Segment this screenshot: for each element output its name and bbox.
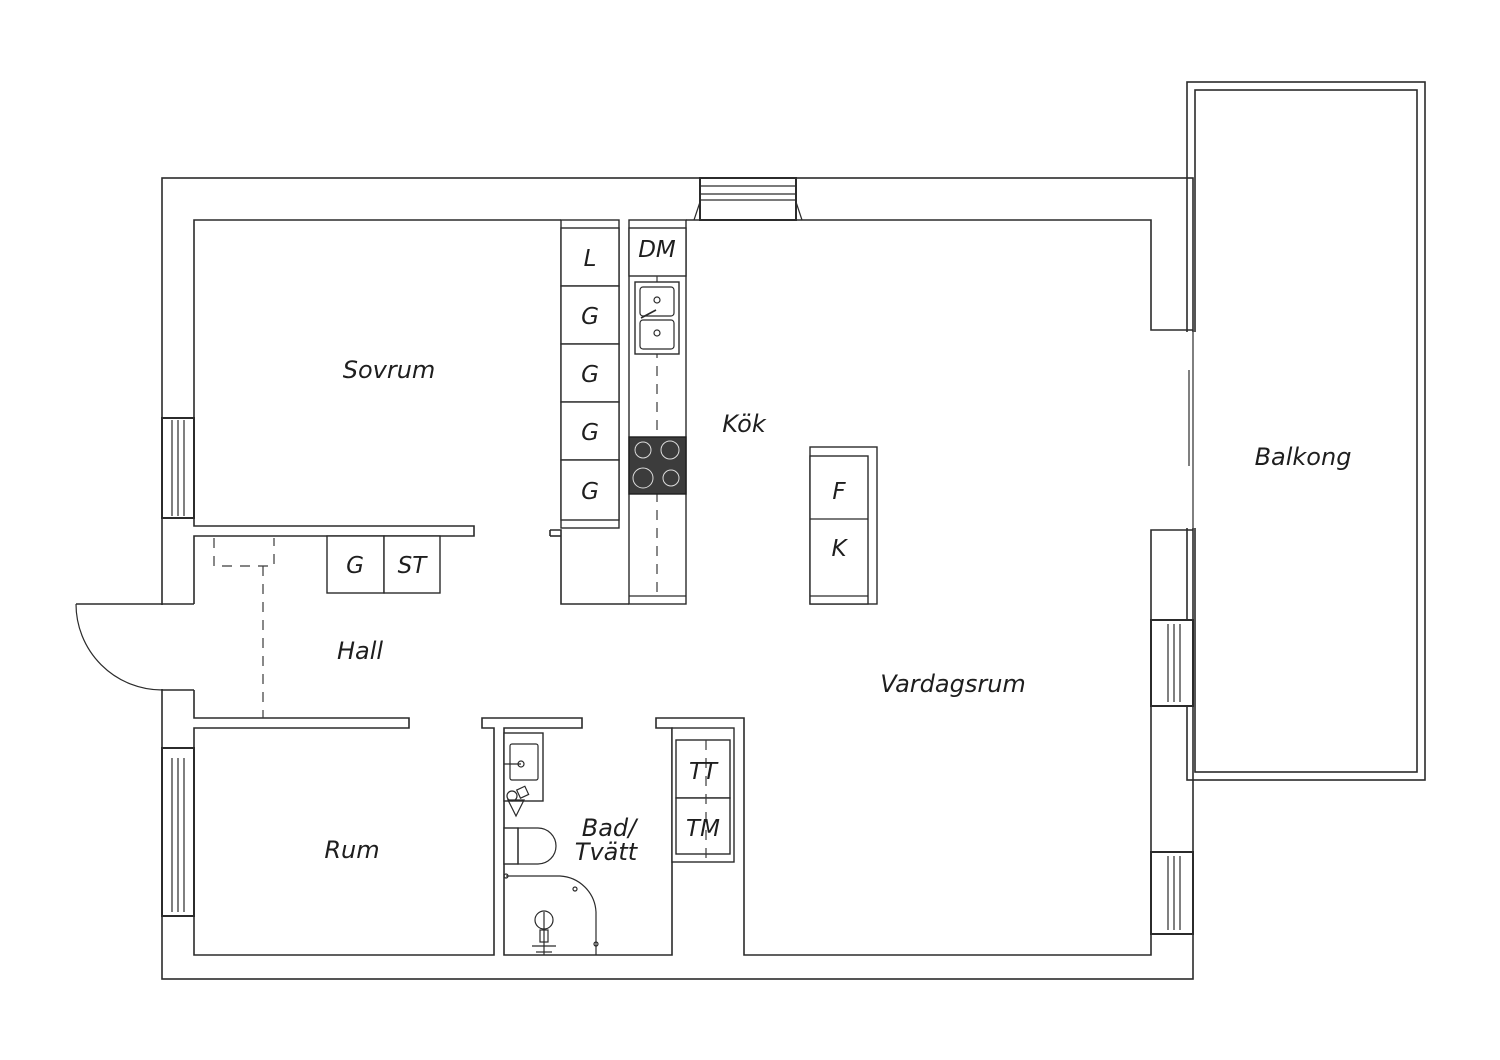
cabinet-label-g1: G — [581, 304, 599, 330]
room-label-tvatt: Tvätt — [575, 838, 639, 866]
kitchen-cabinet-column — [560, 219, 620, 529]
room-label-bad: Bad/ — [582, 814, 639, 842]
cabinet-label-g3: G — [581, 420, 599, 446]
bathroom-sink — [503, 732, 544, 818]
hall-storage-label-st: ST — [398, 553, 429, 579]
window-left-bedroom — [161, 417, 195, 519]
kitchen-island — [809, 446, 878, 605]
cabinet-label-g4: G — [581, 479, 599, 505]
interior-outlines — [193, 219, 1193, 956]
balcony-door — [1186, 330, 1200, 530]
room-label-vardagsrum: Vardagsrum — [880, 670, 1026, 698]
island-label-k: K — [831, 536, 848, 562]
room-label-balkong: Balkong — [1255, 443, 1352, 471]
hall-dashed-lines — [213, 538, 275, 718]
cabinet-label-g2: G — [581, 362, 599, 388]
window-left-room — [161, 747, 195, 917]
laundry-label-tt: TT — [689, 759, 719, 785]
window-right-upper — [1150, 619, 1194, 707]
room-label-kok: Kök — [722, 410, 767, 438]
hall-storage-label-g: G — [346, 553, 364, 579]
dishwasher-label: DM — [638, 237, 676, 263]
toilet — [503, 827, 557, 865]
balcony — [1186, 81, 1426, 781]
entrance-door — [75, 603, 198, 691]
window-right-lower — [1150, 851, 1194, 935]
room-label-hall: Hall — [337, 637, 383, 665]
laundry-label-tm: TM — [686, 816, 720, 842]
exterior-walls — [161, 177, 1194, 980]
cooktop — [628, 436, 687, 495]
cabinet-label-l: L — [584, 246, 597, 272]
kitchen-counter — [628, 219, 687, 605]
island-label-f: F — [832, 479, 846, 505]
room-label-sovrum: Sovrum — [343, 356, 436, 384]
kitchen-sink — [634, 281, 680, 355]
room-label-rum: Rum — [324, 836, 379, 864]
laundry-units — [671, 727, 735, 863]
window-top — [693, 177, 803, 221]
hall-storage — [326, 535, 441, 594]
shower — [503, 873, 599, 955]
